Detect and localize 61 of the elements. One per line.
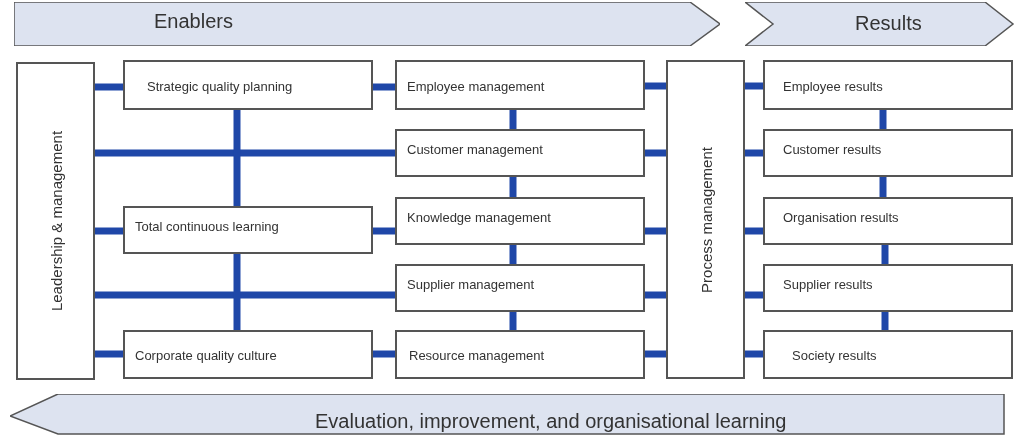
connector-line: [95, 83, 123, 91]
connector-line: [509, 110, 517, 129]
process-box: [763, 264, 1013, 312]
connector-line: [745, 227, 763, 235]
connector-line: [745, 291, 763, 299]
connector-line: [881, 312, 889, 330]
connector-line: [95, 291, 395, 299]
connector-line: [509, 177, 517, 197]
box-label: Corporate quality culture: [135, 348, 277, 363]
connector-line: [645, 350, 666, 358]
connector-line: [745, 350, 763, 358]
box-label: Employee results: [783, 79, 883, 94]
box-label: Leadership & management: [47, 130, 64, 312]
connector-line: [509, 245, 517, 264]
connector-line: [879, 177, 887, 197]
connector-line: [509, 312, 517, 330]
process-box: [395, 264, 645, 312]
connector-line: [745, 149, 763, 157]
box-label: Total continuous learning: [135, 219, 279, 234]
process-box: [395, 197, 645, 245]
process-box: [123, 60, 373, 110]
connector-line: [95, 149, 395, 157]
box-label: Society results: [792, 348, 877, 363]
box-label: Knowledge management: [407, 210, 551, 225]
box-label: Customer management: [407, 142, 543, 157]
box-label: Customer results: [783, 142, 882, 157]
process-box: [763, 129, 1013, 177]
connector-line: [233, 110, 241, 206]
process-box: [763, 330, 1013, 379]
box-label: Process management: [697, 146, 714, 293]
banner-label: Evaluation, improvement, and organisational learning: [315, 410, 787, 433]
vertical-box: [666, 60, 745, 379]
box-label: Supplier management: [407, 277, 535, 292]
vertical-box: [16, 62, 95, 380]
process-box: [395, 330, 645, 379]
connector-line: [373, 227, 395, 235]
process-box: [123, 206, 373, 254]
connector-line: [95, 227, 123, 235]
box-label: Organisation results: [783, 210, 899, 225]
connector-line: [645, 149, 666, 157]
connector-line: [373, 350, 395, 358]
process-box: [123, 330, 373, 379]
connector-line: [745, 82, 763, 90]
box-label: Resource management: [409, 348, 545, 363]
box-label: Strategic quality planning: [147, 79, 293, 94]
connector-line: [95, 350, 123, 358]
connector-line: [645, 291, 666, 299]
box-label: Supplier results: [783, 277, 873, 292]
process-box: [395, 129, 645, 177]
box-label: Employee management: [407, 79, 545, 94]
banner-label: Enablers: [154, 10, 233, 33]
connector-line: [881, 245, 889, 264]
connector-line: [645, 227, 666, 235]
connector-line: [645, 82, 666, 90]
process-box: [395, 60, 645, 110]
banner-label: Results: [855, 12, 922, 35]
connector-line: [233, 254, 241, 330]
process-box: [763, 60, 1013, 110]
connector-line: [879, 110, 887, 129]
process-box: [763, 197, 1013, 245]
connector-line: [373, 83, 395, 91]
